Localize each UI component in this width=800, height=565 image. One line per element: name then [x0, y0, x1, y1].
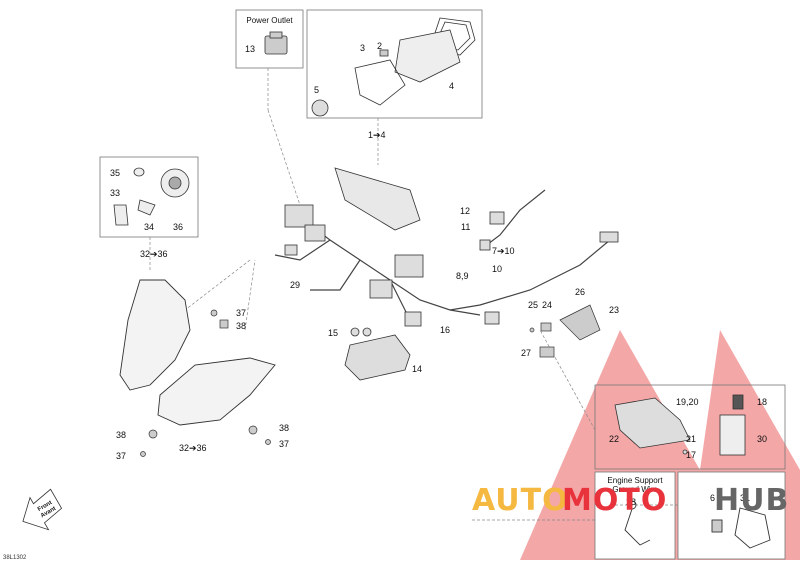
callout-16: 16	[440, 325, 451, 335]
mirror-icon	[711, 507, 771, 549]
watermark-part-auto: AUTO	[472, 483, 569, 518]
callout-1-4: 1➔4	[368, 130, 386, 140]
callout-15: 15	[328, 328, 339, 338]
ecu-box	[594, 384, 786, 470]
callout-3: 3	[360, 43, 366, 53]
callout-7-10: 7➔10	[492, 246, 515, 256]
callout-23: 23	[609, 305, 620, 315]
callout-6: 6	[710, 493, 716, 503]
callout-17: 17	[686, 450, 697, 460]
engine-support-box	[594, 471, 676, 560]
instrument-cluster-parts	[311, 17, 476, 117]
headlight-lower	[157, 357, 276, 426]
callout-32-36b: 32➔36	[179, 443, 207, 453]
callout-5: 5	[314, 85, 320, 95]
callout-37b: 37	[116, 451, 127, 461]
ground-wire-icon	[624, 500, 651, 546]
watermark-part-hub: HUB	[714, 483, 790, 518]
callout-21: 21	[686, 434, 697, 444]
callout-38c: 38	[279, 423, 290, 433]
callout-38b: 38	[116, 430, 127, 440]
callout-4: 4	[449, 81, 455, 91]
callout-37c: 37	[279, 439, 290, 449]
callout-25: 25	[528, 300, 539, 310]
callout-8-9: 8,9	[456, 271, 469, 281]
connectors	[284, 204, 619, 327]
voltage-regulator-icon	[344, 327, 411, 381]
callout-35: 35	[110, 168, 121, 178]
callout-19-20: 19,20	[676, 397, 699, 407]
wiring-harness	[274, 189, 611, 321]
callout-34: 34	[144, 222, 155, 232]
power-outlet-title: Power Outlet	[246, 16, 293, 25]
callout-28: 28	[626, 497, 637, 507]
bulb-parts	[113, 167, 190, 226]
callout-12: 12	[460, 206, 471, 216]
power-outlet-box	[235, 9, 304, 69]
callout-24: 24	[542, 300, 553, 310]
callout-29: 29	[290, 280, 301, 290]
ecu-parts	[614, 394, 746, 456]
callout-22: 22	[609, 434, 620, 444]
callout-36: 36	[173, 222, 184, 232]
callout-18: 18	[757, 397, 768, 407]
callout-38a: 38	[236, 321, 247, 331]
callout-10: 10	[492, 264, 503, 274]
callout-13: 13	[245, 44, 256, 54]
callout-14: 14	[412, 364, 423, 374]
power-outlet-icon	[264, 31, 288, 55]
callout-2: 2	[377, 41, 383, 51]
drawing-code: 38L1302	[3, 555, 27, 561]
fasteners	[140, 304, 601, 457]
callout-31: 31	[740, 493, 751, 503]
watermark-part-moto: MOTO	[562, 483, 668, 518]
headlight-upper	[119, 279, 191, 391]
callout-33: 33	[110, 188, 121, 198]
callout-37a: 37	[236, 308, 247, 318]
engine-support-title: Engine Support Ground Wire	[607, 476, 663, 495]
callout-30: 30	[757, 434, 768, 444]
mirror-box	[677, 471, 786, 560]
cluster-housing	[334, 167, 421, 231]
callout-26: 26	[575, 287, 586, 297]
callout-11: 11	[461, 222, 471, 232]
callout-27: 27	[521, 348, 532, 358]
callout-32-36a: 32➔36	[140, 249, 168, 259]
front-arrow-icon	[22, 488, 63, 531]
